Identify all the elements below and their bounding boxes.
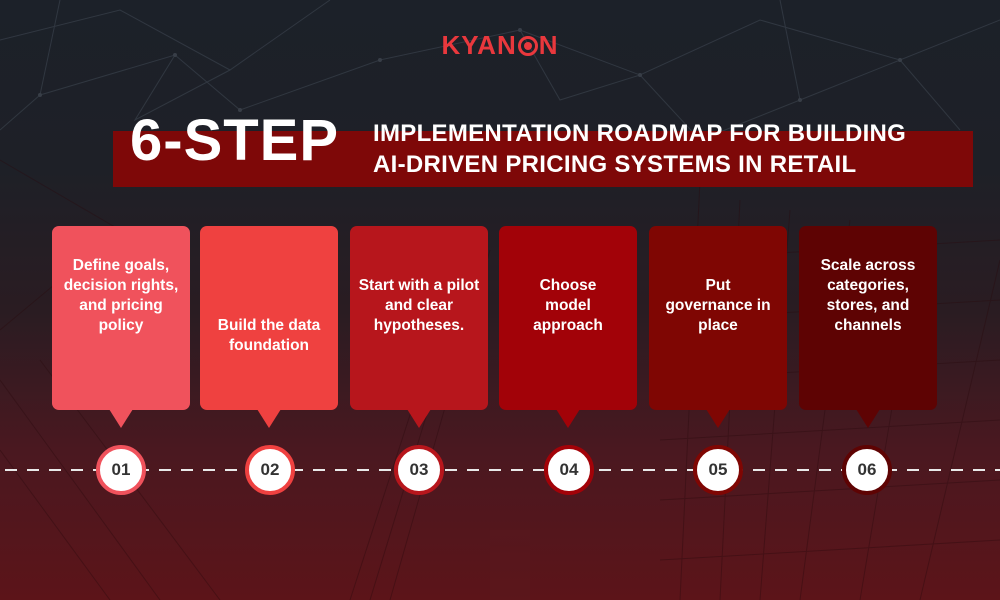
step-card-4: Choose model approach	[499, 226, 637, 428]
title-subtitle: IMPLEMENTATION ROADMAP FOR BUILDING AI-D…	[373, 118, 906, 180]
step-card-text: Start with a pilot and clear hypotheses.	[358, 277, 480, 334]
card-pointer	[109, 409, 133, 428]
title-band	[113, 131, 973, 187]
step-number-4: 04	[544, 445, 594, 495]
step-card-6: Scale across categories, stores, and cha…	[799, 226, 937, 428]
step-card-text: Define goals, decision rights, and prici…	[63, 257, 179, 334]
step-card-text: Build the data foundation	[217, 317, 321, 354]
step-card-3: Start with a pilot and clear hypotheses.	[350, 226, 488, 428]
step-number-1: 01	[96, 445, 146, 495]
dashed-timeline	[0, 469, 1000, 471]
title-line-2: AI-DRIVEN PRICING SYSTEMS IN RETAIL	[373, 151, 857, 178]
step-number-2: 02	[245, 445, 295, 495]
card-pointer	[706, 409, 730, 428]
step-card-2: Build the data foundation	[200, 226, 338, 428]
step-card-1: Define goals, decision rights, and prici…	[52, 226, 190, 428]
title-line-1: IMPLEMENTATION ROADMAP FOR BUILDING	[373, 120, 907, 147]
card-pointer	[556, 409, 580, 428]
target-icon	[517, 36, 538, 56]
card-pointer	[257, 409, 281, 428]
step-number-6: 06	[842, 445, 892, 495]
step-number-5: 05	[693, 445, 743, 495]
card-pointer	[856, 409, 880, 428]
card-pointer	[407, 409, 431, 428]
title-6-step: 6-STEP	[130, 108, 340, 173]
step-card-text: Put governance in place	[665, 277, 771, 334]
step-number-3: 03	[394, 445, 444, 495]
step-card-5: Put governance in place	[649, 226, 787, 428]
kyanon-logo: KYAN N	[0, 30, 1000, 61]
step-card-text: Scale across categories, stores, and cha…	[820, 257, 916, 334]
logo-text-suffix: N	[538, 30, 559, 60]
logo-text: KYAN	[441, 30, 517, 60]
step-card-text: Choose model approach	[533, 277, 603, 334]
